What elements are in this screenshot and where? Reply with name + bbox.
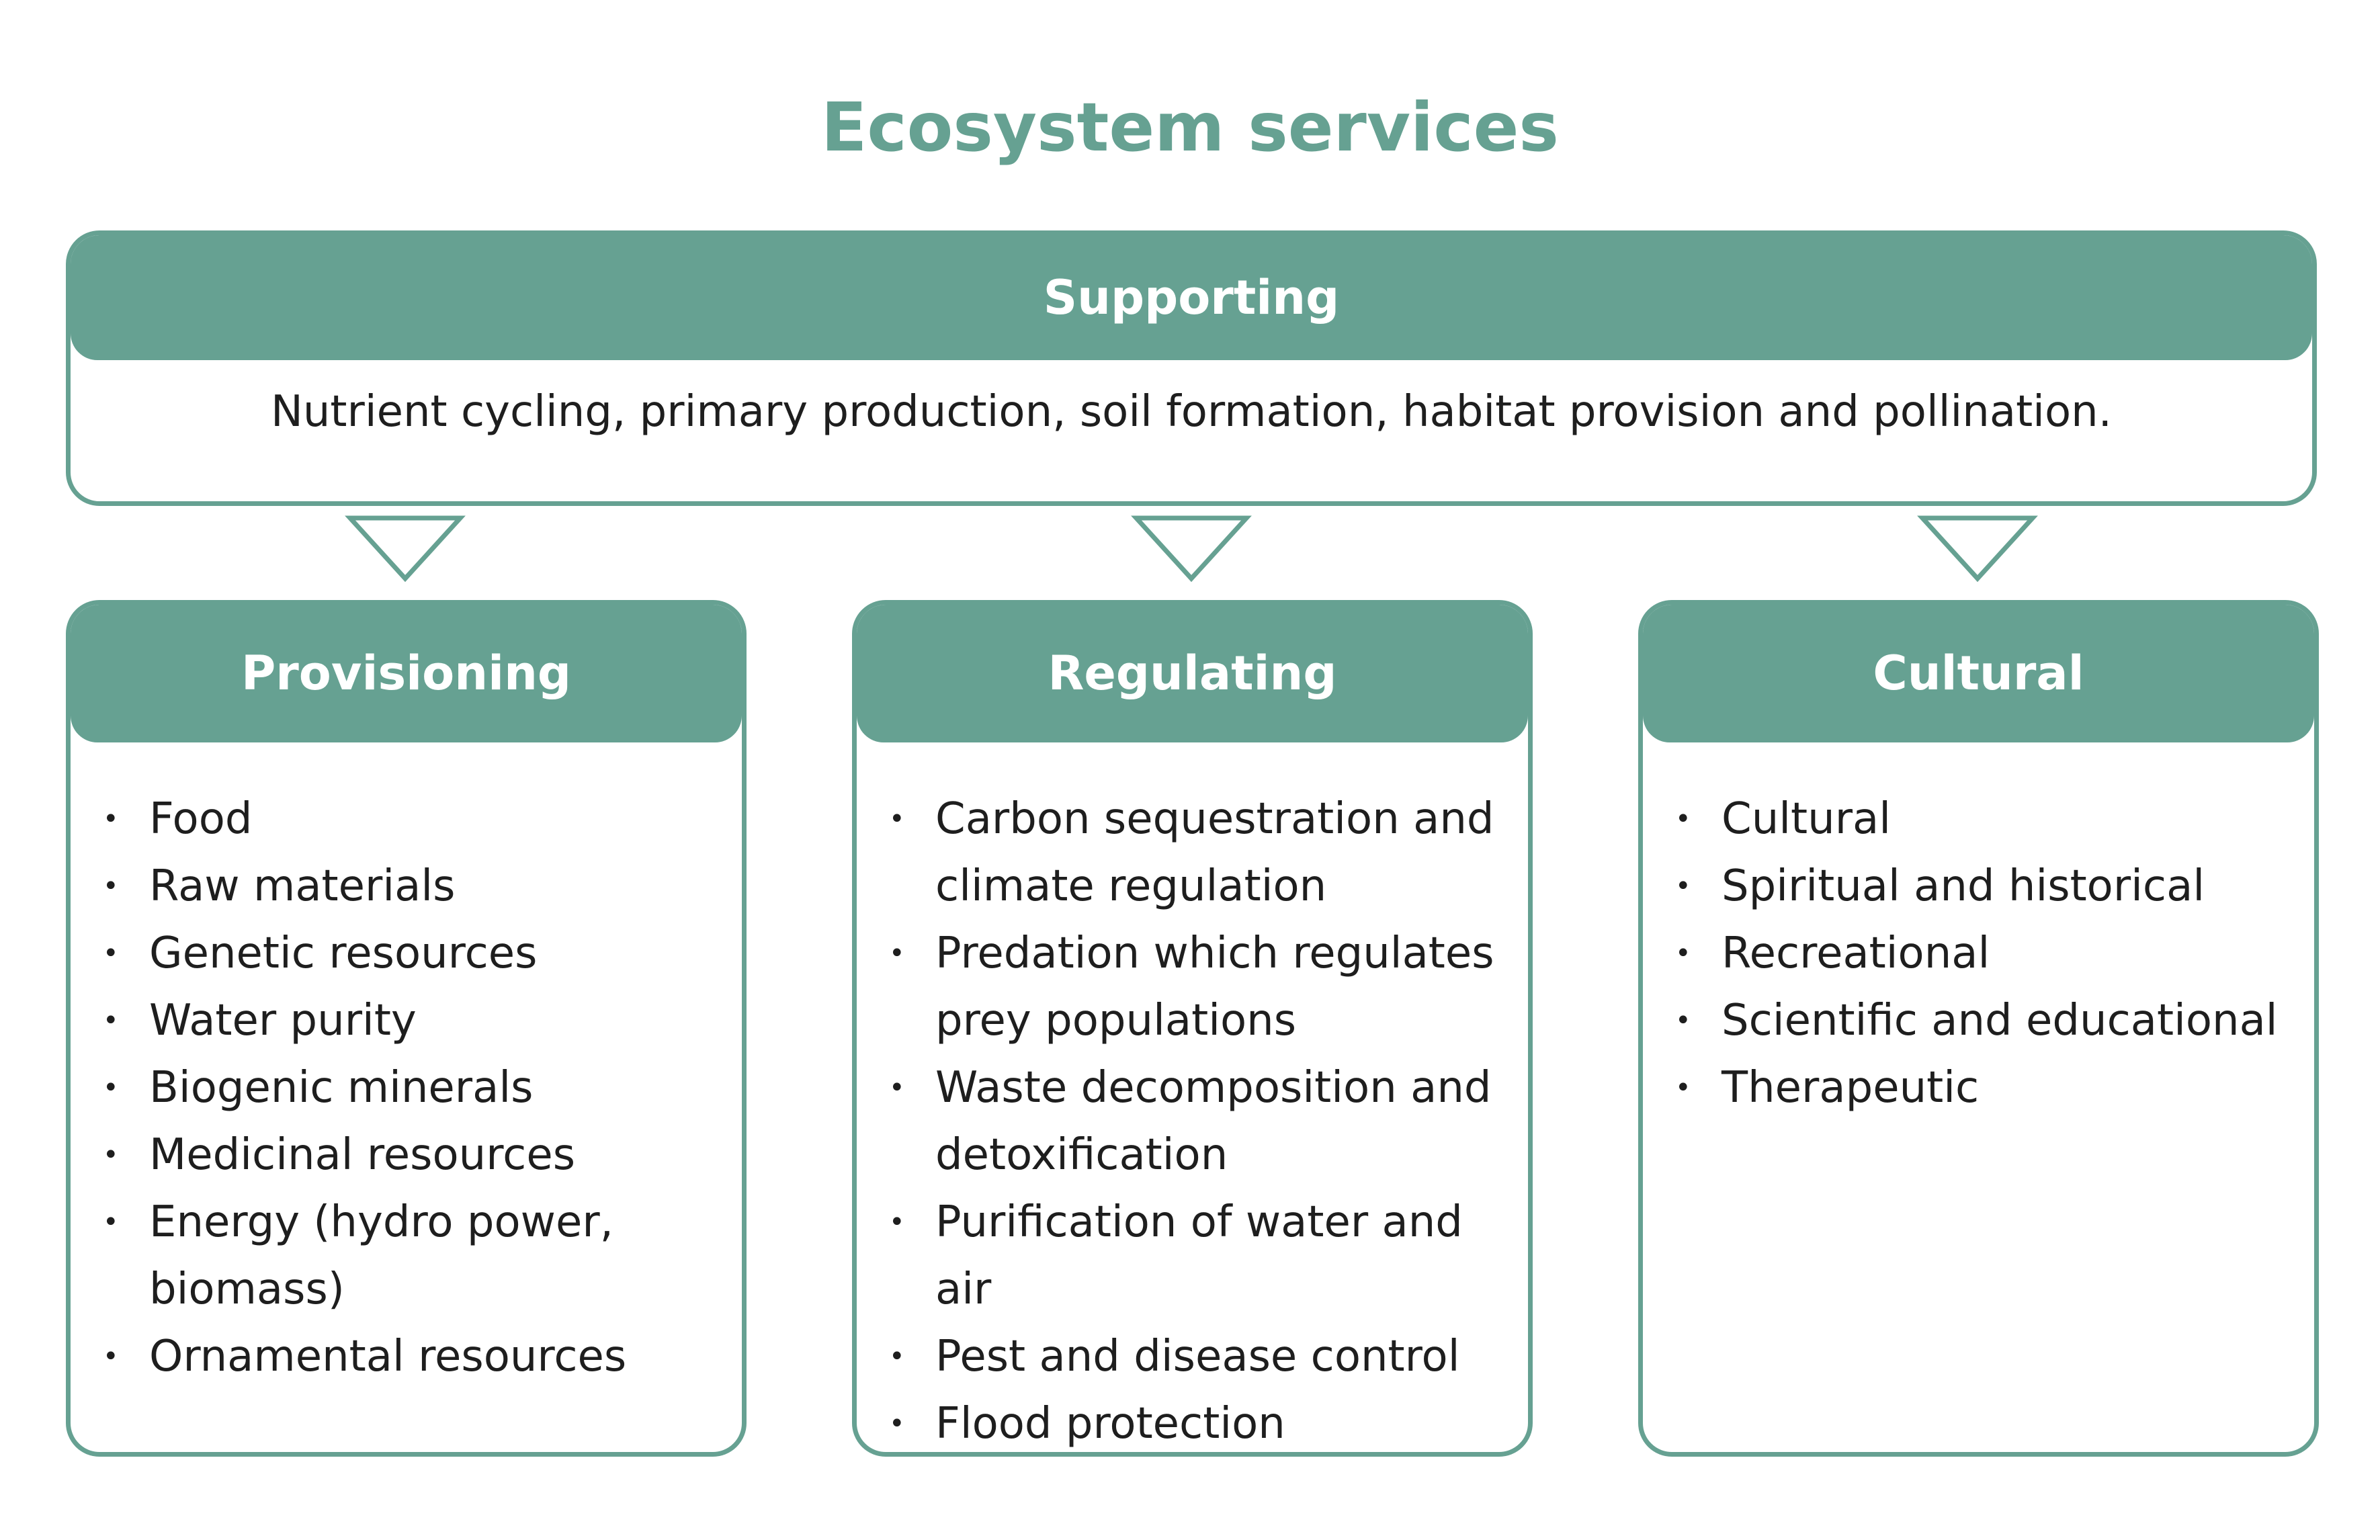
bullet-icon: •	[103, 1140, 119, 1170]
bullet-icon: •	[889, 1341, 905, 1372]
list-item-text: Food	[149, 794, 253, 844]
list-item-text: Genetic resources	[149, 929, 538, 978]
list-item: • Cultural	[1643, 785, 2314, 853]
bullet-icon: •	[103, 871, 119, 902]
list-item: • Carbon sequestration and climate regula…	[857, 785, 1528, 920]
list-item-text: Waste decomposition and detoxification	[935, 1063, 1492, 1180]
arrow-down-icon	[1131, 515, 1252, 583]
bullet-icon: •	[889, 804, 905, 835]
list-item: • Food	[71, 785, 742, 853]
regulating-header: Regulating	[857, 605, 1528, 742]
bullet-icon: •	[103, 1005, 119, 1036]
provisioning-box: Provisioning • Food • Raw materials • Genet…	[66, 600, 747, 1457]
list-item-text: Predation which regulates prey populatio…	[935, 929, 1494, 1045]
list-item: • Biogenic minerals	[71, 1054, 742, 1121]
bullet-icon: •	[889, 1408, 905, 1439]
bullet-icon: •	[1675, 804, 1691, 835]
list-item-text: Water purity	[149, 996, 417, 1045]
bullet-icon: •	[103, 1072, 119, 1103]
list-item: • Genetic resources	[71, 920, 742, 987]
bullet-icon: •	[889, 1072, 905, 1103]
bullet-icon: •	[889, 1207, 905, 1238]
list-item: • Water purity	[71, 987, 742, 1054]
list-item: • Waste decomposition and detoxification	[857, 1054, 1528, 1189]
list-item: • Purification of water and air	[857, 1189, 1528, 1323]
supporting-header: Supporting	[71, 235, 2312, 360]
list-item: • Energy (hydro power, biomass)	[71, 1189, 742, 1323]
bullet-icon: •	[103, 938, 119, 969]
list-item-text: Medicinal resources	[149, 1130, 576, 1180]
regulating-list: • Carbon sequestration and climate regula…	[857, 742, 1528, 1452]
list-item-text: Scientific and educational	[1722, 996, 2278, 1045]
bullet-icon: •	[103, 804, 119, 835]
list-item: • Pest and disease control	[857, 1323, 1528, 1390]
bullet-icon: •	[889, 938, 905, 969]
list-item-text: Purification of water and air	[935, 1197, 1463, 1314]
list-item: • Raw materials	[71, 853, 742, 920]
arrow-down-icon	[1917, 515, 2038, 583]
supporting-description: Nutrient cycling, primary production, so…	[270, 387, 2113, 437]
list-item-text: Flood protection	[935, 1399, 1285, 1449]
list-item-text: Pest and disease control	[935, 1332, 1460, 1381]
cultural-header: Cultural	[1643, 605, 2314, 742]
bullet-icon: •	[1675, 1005, 1691, 1036]
list-item-text: Carbon sequestration and climate regulat…	[935, 794, 1494, 911]
list-item-text: Spiritual and historical	[1722, 861, 2205, 911]
list-item-text: Raw materials	[149, 861, 456, 911]
list-item: • Ornamental resources	[71, 1323, 742, 1390]
bullet-icon: •	[103, 1207, 119, 1238]
list-item: • Flood protection	[857, 1390, 1528, 1452]
list-item-text: Therapeutic	[1722, 1063, 1980, 1113]
bullet-icon: •	[103, 1341, 119, 1372]
list-item-text: Energy (hydro power, biomass)	[149, 1197, 613, 1314]
list-item: • Medicinal resources	[71, 1121, 742, 1189]
bullet-icon: •	[1675, 871, 1691, 902]
list-item-text: Recreational	[1722, 929, 1990, 978]
cultural-box: Cultural • Cultural • Spiritual and histor…	[1638, 600, 2319, 1457]
supporting-box: Supporting Nutrient cycling, primary pro…	[66, 230, 2317, 506]
arrow-down-icon	[345, 515, 466, 583]
cultural-list: • Cultural • Spiritual and historical • Rec…	[1643, 742, 2314, 1121]
list-item: • Therapeutic	[1643, 1054, 2314, 1121]
list-item: • Predation which regulates prey populati…	[857, 920, 1528, 1054]
diagram-title: Ecosystem services	[821, 88, 1559, 167]
bullet-icon: •	[1675, 1072, 1691, 1103]
list-item: • Recreational	[1643, 920, 2314, 987]
list-item-text: Cultural	[1722, 794, 1891, 844]
list-item-text: Biogenic minerals	[149, 1063, 534, 1113]
list-item: • Scientific and educational	[1643, 987, 2314, 1054]
provisioning-header: Provisioning	[71, 605, 742, 742]
provisioning-list: •Food •Raw materials •Genetic resources …	[71, 742, 742, 1390]
list-item-text: Ornamental resources	[149, 1332, 627, 1381]
regulating-box: Regulating • Carbon sequestration and cli…	[852, 600, 1533, 1457]
list-item: • Spiritual and historical	[1643, 853, 2314, 920]
bullet-icon: •	[1675, 938, 1691, 969]
